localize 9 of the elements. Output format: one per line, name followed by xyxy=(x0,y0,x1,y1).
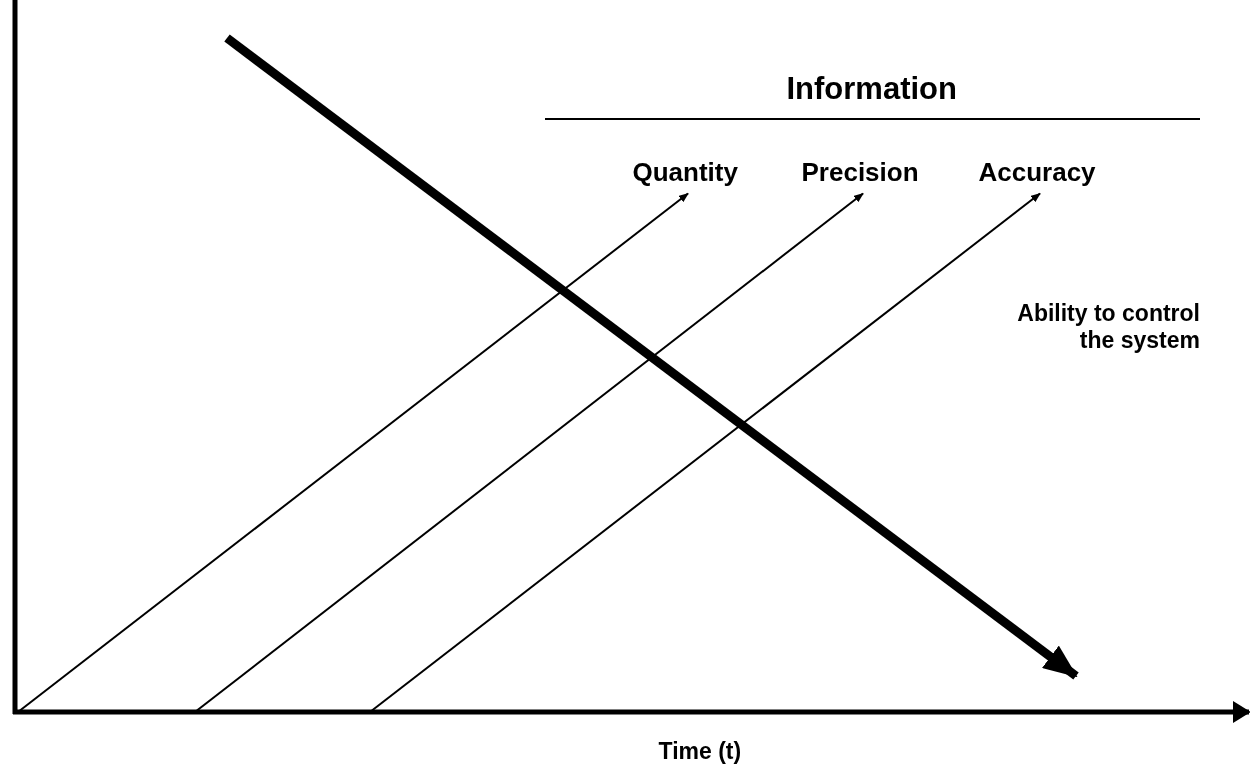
section-heading: Information xyxy=(786,69,957,107)
series-label: Quantity xyxy=(632,156,738,188)
arrow xyxy=(369,192,1041,713)
axis-title: Time (t) xyxy=(658,738,742,766)
arrow xyxy=(194,192,864,713)
arrow xyxy=(17,192,689,713)
trend-label: Ability to control the system xyxy=(1016,299,1200,355)
series-label: Precision xyxy=(801,156,919,188)
series-label: Accuracy xyxy=(978,156,1096,188)
